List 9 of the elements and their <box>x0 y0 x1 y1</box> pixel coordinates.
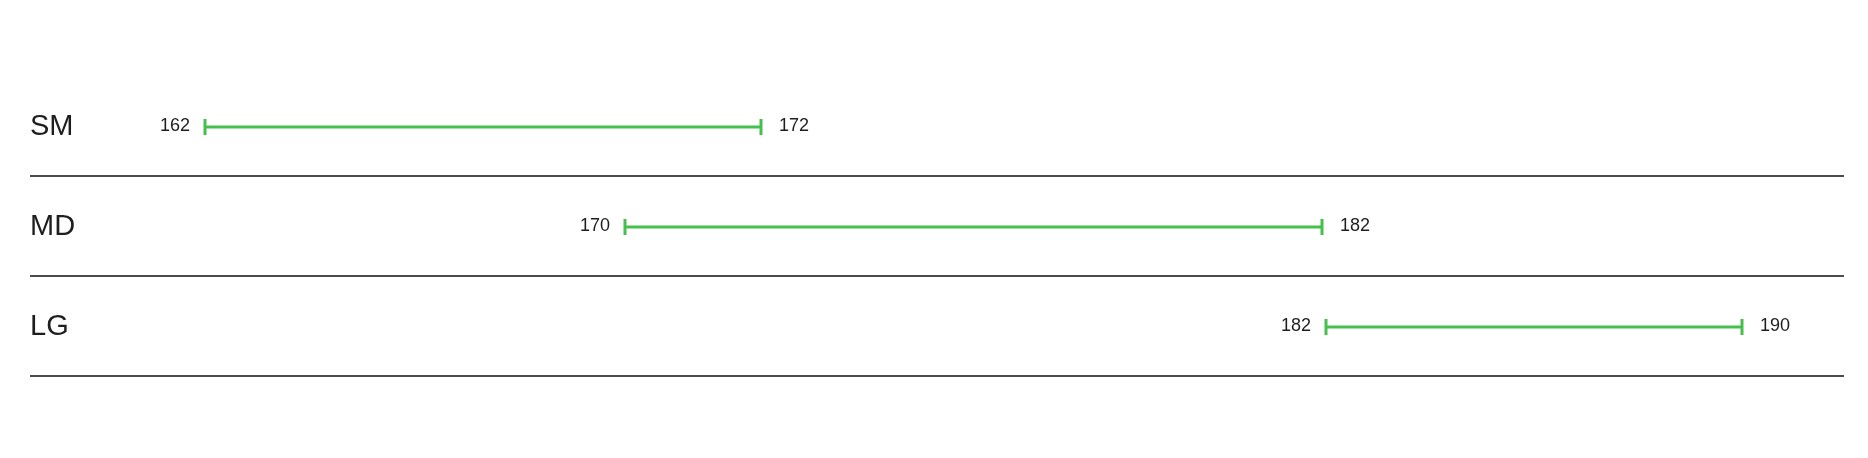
range-value: 182 <box>1340 216 1371 234</box>
range-value: 170 <box>580 216 611 234</box>
range-value: 172 <box>779 116 810 134</box>
size-label: LG <box>30 310 69 340</box>
size-label: MD <box>30 210 76 240</box>
range-value: 182 <box>1281 316 1312 334</box>
range-value: 190 <box>1760 316 1791 334</box>
size-label: SM <box>30 110 74 140</box>
range-value: 162 <box>160 116 191 134</box>
